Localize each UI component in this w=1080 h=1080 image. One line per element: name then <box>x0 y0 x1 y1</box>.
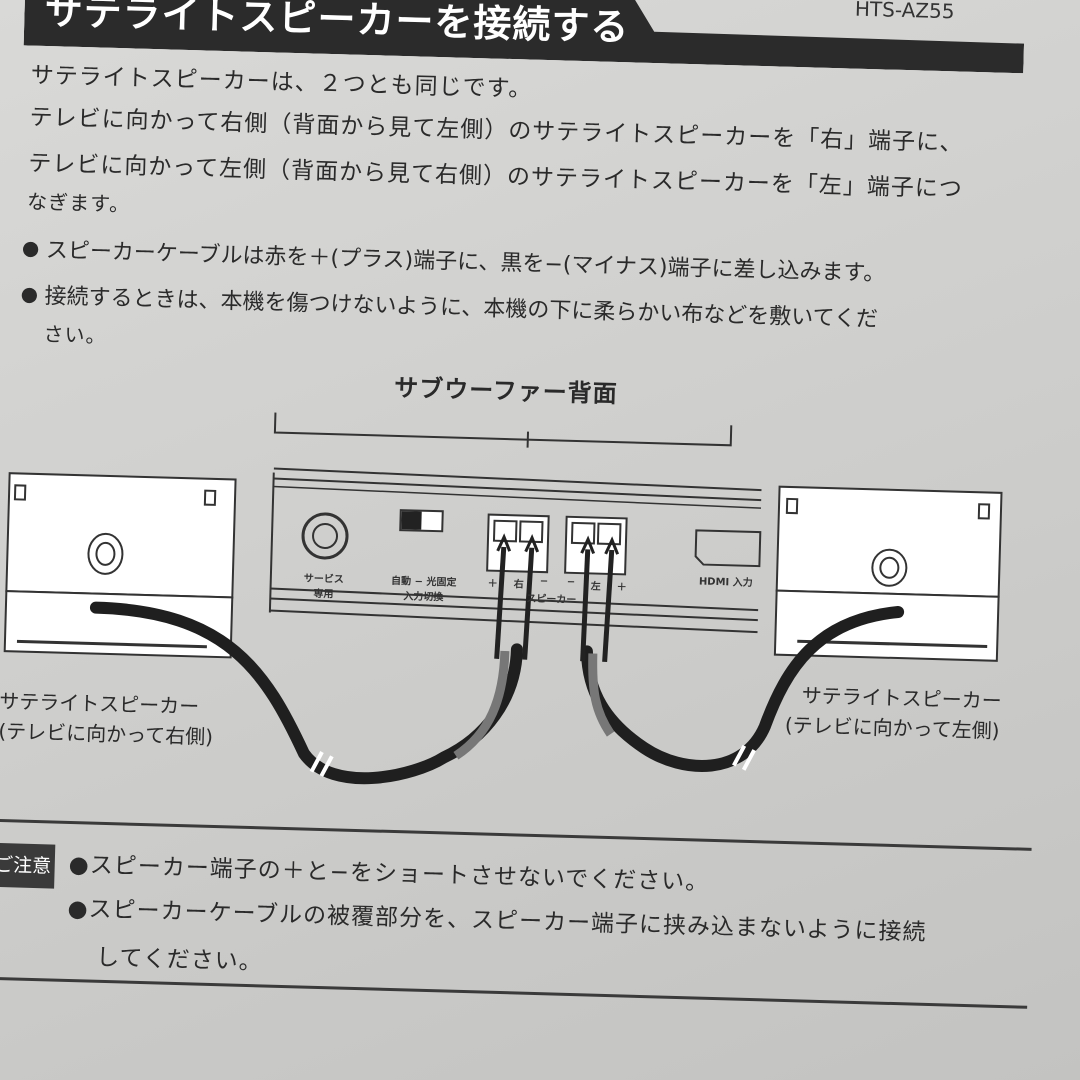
terminal-left-label: 左 <box>590 581 601 593</box>
notice-line-3: してください。 <box>95 944 264 976</box>
hdmi-label: HDMI 入力 <box>698 576 753 589</box>
service-label-1: サービス <box>303 573 344 586</box>
terminal-block-right <box>486 513 550 574</box>
right-speaker-caption-2: (テレビに向かって左側) <box>784 712 1000 743</box>
satellite-speaker-right-side <box>3 472 237 659</box>
satellite-speaker-left-side <box>773 485 1003 662</box>
service-jack-icon <box>301 512 349 560</box>
left-speaker-caption-1: サテライトスピーカー <box>0 688 200 719</box>
notice-label: ご注意 <box>0 842 56 889</box>
wire-black <box>602 549 615 663</box>
left-speaker-caption-2: (テレビに向かって右側) <box>0 718 214 749</box>
right-speaker-caption-1: サテライトスピーカー <box>801 683 1003 713</box>
arrow-icon <box>524 533 540 553</box>
terminal-right-label: 右 <box>513 579 524 591</box>
service-label-2: 専用 <box>313 588 334 601</box>
arrow-icon <box>604 536 620 555</box>
wire-red <box>494 546 507 659</box>
speaker-terminal-label: スピーカー <box>526 593 577 607</box>
terminal-plus-label: ＋ <box>616 582 627 594</box>
cable-break-icon <box>309 751 334 777</box>
arrow-icon <box>580 535 596 555</box>
input-switch-icon <box>399 509 444 533</box>
wire-black <box>522 547 535 660</box>
hdmi-port-icon <box>694 529 762 568</box>
subwoofer-panel <box>268 467 762 634</box>
wire-red <box>580 549 591 662</box>
arrow-icon <box>496 533 512 552</box>
terminal-minus-label: − <box>539 576 549 588</box>
terminal-plus-label: ＋ <box>487 578 498 590</box>
cable-left-speaker <box>580 606 905 772</box>
switch-label-2: 入力切換 <box>403 591 444 604</box>
terminal-minus-label: − <box>566 576 576 588</box>
cable-break-icon <box>732 744 756 771</box>
terminal-block-left <box>564 515 628 576</box>
